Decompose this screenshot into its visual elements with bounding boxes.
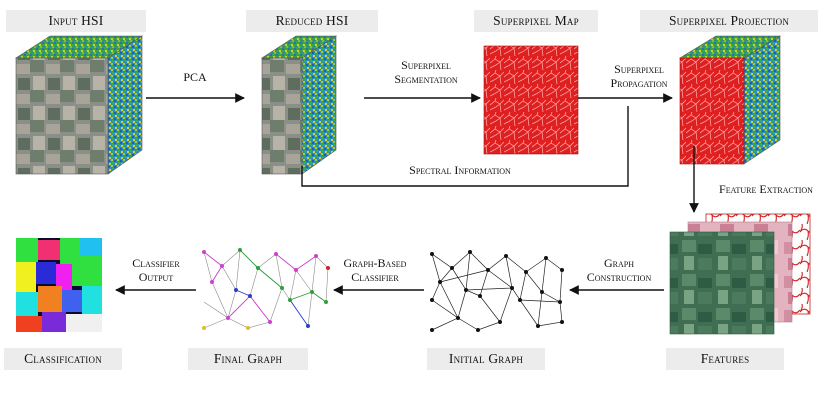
edge-label-superpixel-segmentation: Superpixel Segmentation <box>376 58 476 86</box>
edge-label-graph-based-classifier: Graph-Based Classifier <box>330 256 420 284</box>
arrow-spectral-information <box>301 106 629 187</box>
final-graph-image <box>200 246 330 332</box>
edges <box>115 93 699 295</box>
input-hsi-cube <box>14 35 144 175</box>
label-superpixel-projection: Superpixel Projection <box>640 10 818 32</box>
label-superpixel-map: Superpixel Map <box>474 10 598 32</box>
superpixel-map-image <box>483 45 579 155</box>
edge-label-pca: PCA <box>183 70 207 84</box>
label-classification: Classification <box>4 348 122 370</box>
label-reduced-hsi: Reduced HSI <box>246 10 378 32</box>
edge-label-superpixel-segmentation-line1: Superpixel <box>401 58 451 72</box>
label-input-hsi: Input HSI <box>6 10 146 32</box>
reduced-hsi-cube <box>260 35 338 175</box>
edge-label-graph-construction: Graph Construction <box>572 256 666 284</box>
edge-label-superpixel-propagation-line2: Propagation <box>610 76 668 90</box>
edge-label-graph-construction-line2: Construction <box>586 270 652 284</box>
label-initial-graph: Initial Graph <box>427 348 545 370</box>
edge-label-feature-extraction: Feature Extraction <box>719 182 813 196</box>
edge-label-superpixel-propagation-line1: Superpixel <box>614 62 664 76</box>
classification-map-image <box>16 238 102 332</box>
edge-label-classifier-output: Classifier Output <box>116 256 196 284</box>
initial-graph-image <box>428 246 566 334</box>
edge-label-superpixel-propagation: Superpixel Propagation <box>592 62 686 90</box>
edge-label-classifier-output-line1: Classifier <box>132 256 180 270</box>
label-final-graph: Final Graph <box>188 348 308 370</box>
edge-label-classifier-output-line2: Output <box>138 270 174 284</box>
features-image-stack <box>669 213 811 335</box>
label-features: Features <box>666 348 784 370</box>
edge-label-graph-based-classifier-line1: Graph-Based <box>343 256 407 270</box>
edge-label-superpixel-segmentation-line2: Segmentation <box>394 72 458 86</box>
edge-label-spectral-information: Spectral Information <box>409 163 511 177</box>
superpixel-projection-cube <box>678 35 782 165</box>
edge-label-graph-based-classifier-line2: Classifier <box>351 270 399 284</box>
edge-label-graph-construction-line1: Graph <box>603 256 634 270</box>
